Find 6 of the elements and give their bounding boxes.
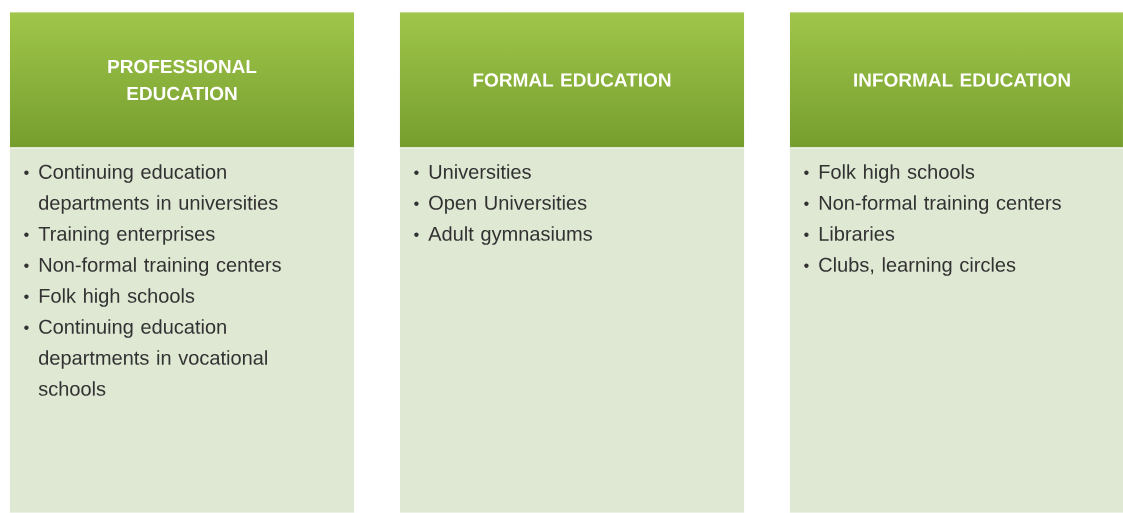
header-box: PROFESSIONAL EDUCATION — [9, 11, 355, 149]
header-box: FORMAL EDUCATION — [399, 11, 745, 149]
header-box: INFORMAL EDUCATION — [789, 11, 1123, 149]
list-box: Folk high schools Non-formal training centers Libraries Clubs, learning circles — [789, 147, 1123, 513]
list-box: Continuing education departments in universities Training enterprises Non-formal training centers Folk high schools Continuing education departments in vocational schools — [9, 147, 355, 513]
list-box: Universities Open Universities Adult gymnasiums — [399, 147, 745, 513]
